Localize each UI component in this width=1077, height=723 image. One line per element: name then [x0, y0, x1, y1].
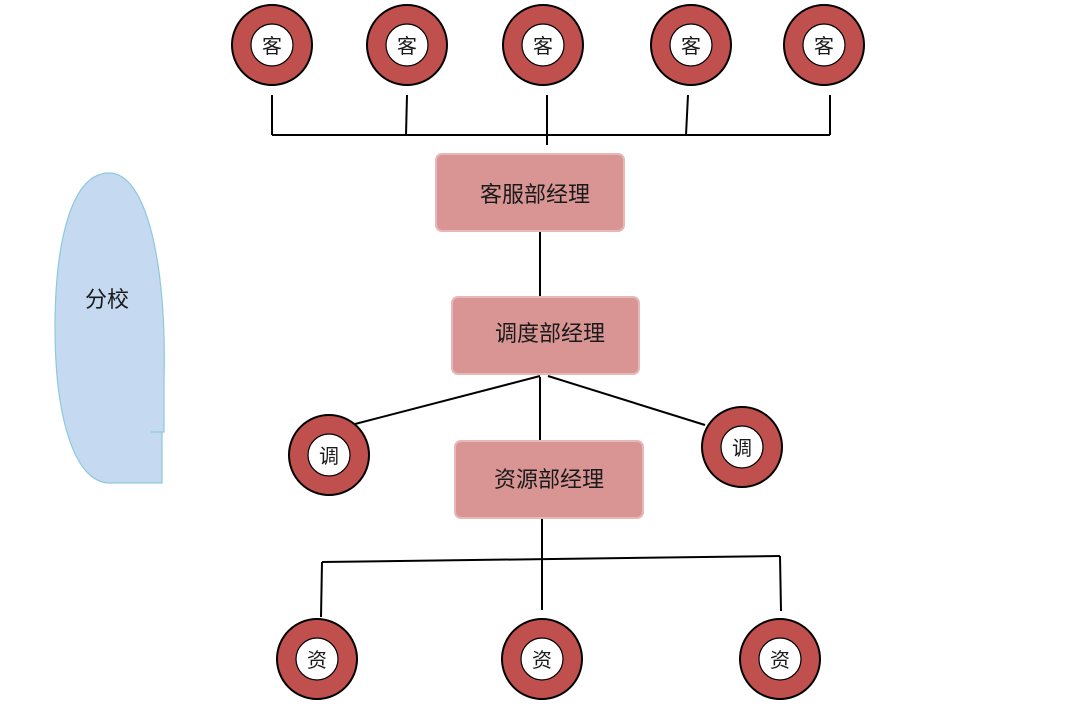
cs-staff-node: 客 [366, 4, 448, 86]
resource-staff-label: 资 [307, 648, 327, 672]
resource-staff-node: 资 [501, 618, 583, 700]
resource-staff-node: 资 [276, 618, 358, 700]
dispatch-staff-label: 调 [732, 436, 752, 460]
branch-label: 分校 [85, 288, 129, 313]
manager-resource-box: 资源部经理 [454, 440, 644, 519]
resource-staff-label: 资 [532, 648, 552, 672]
resource-drop-1 [320, 561, 323, 618]
branch-callout [54, 172, 165, 484]
dispatch-staff-node: 调 [288, 414, 370, 496]
cs-drop-4 [685, 94, 689, 136]
cs-drop-2 [405, 94, 408, 136]
manager-resource-label: 资源部经理 [494, 468, 604, 493]
dispatch-staff-node: 调 [701, 406, 783, 488]
cs-staff-node: 客 [231, 4, 313, 86]
resource-staff-node: 资 [739, 618, 821, 700]
cs-staff-node: 客 [502, 4, 584, 86]
dispatch-staff-label: 调 [319, 444, 339, 468]
resource-drop-3 [779, 555, 782, 612]
cs-staff-label: 客 [533, 34, 553, 58]
cs-staff-node: 客 [783, 4, 865, 86]
dispatch-to-left-line [354, 375, 541, 425]
resource-staff-label: 资 [770, 648, 790, 672]
manager-dispatch-label: 调度部经理 [495, 322, 605, 347]
connectors [271, 94, 831, 618]
cs-staff-label: 客 [397, 34, 417, 58]
resource-bus-line [321, 555, 781, 563]
cs-staff-label: 客 [262, 34, 282, 58]
manager-dispatch-box: 调度部经理 [451, 296, 640, 375]
dispatch-to-right-line [547, 375, 706, 426]
cs-staff-node: 客 [650, 4, 732, 86]
cs-staff-label: 客 [814, 34, 834, 58]
manager-cs-label: 客服部经理 [480, 183, 590, 208]
cs-staff-label: 客 [681, 34, 701, 58]
branch-shape: 分校 [54, 172, 165, 484]
manager-cs-box: 客服部经理 [435, 153, 625, 232]
